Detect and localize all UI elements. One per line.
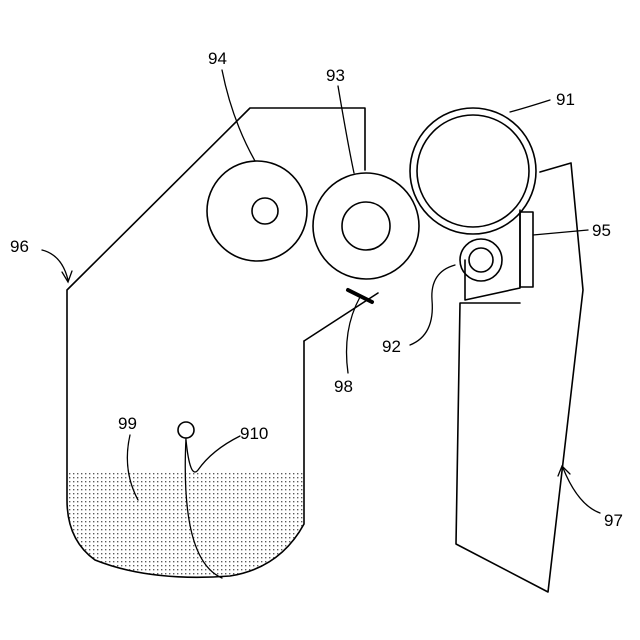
label-92: 92 [382, 337, 401, 356]
leader-91 [510, 100, 550, 112]
drum-91-inner [417, 115, 529, 227]
roller-93-shaft [342, 202, 390, 250]
label-97: 97 [604, 511, 623, 530]
roller-93-outer [313, 173, 419, 279]
leader-910 [186, 436, 240, 472]
component-95 [520, 212, 533, 287]
roller-94-shaft [252, 198, 278, 224]
label-95: 95 [592, 221, 611, 240]
leader-92 [410, 265, 455, 345]
label-910: 910 [240, 424, 268, 443]
label-94: 94 [208, 49, 227, 68]
roller-92-outer [460, 239, 502, 281]
label-96: 96 [10, 237, 29, 256]
label-91: 91 [556, 90, 575, 109]
drum-91-outer [410, 108, 536, 234]
leader-94 [222, 70, 255, 161]
roller-94-outer [207, 161, 307, 261]
label-93: 93 [326, 66, 345, 85]
agitator-910-circle [178, 422, 194, 438]
label-99: 99 [118, 414, 137, 433]
leader-97 [563, 468, 600, 513]
label-98: 98 [334, 377, 353, 396]
developer-fill [60, 472, 320, 592]
roller-92-shaft [469, 248, 493, 272]
leader-95 [533, 230, 588, 235]
leader-93 [338, 86, 354, 173]
blade-98 [348, 290, 372, 302]
